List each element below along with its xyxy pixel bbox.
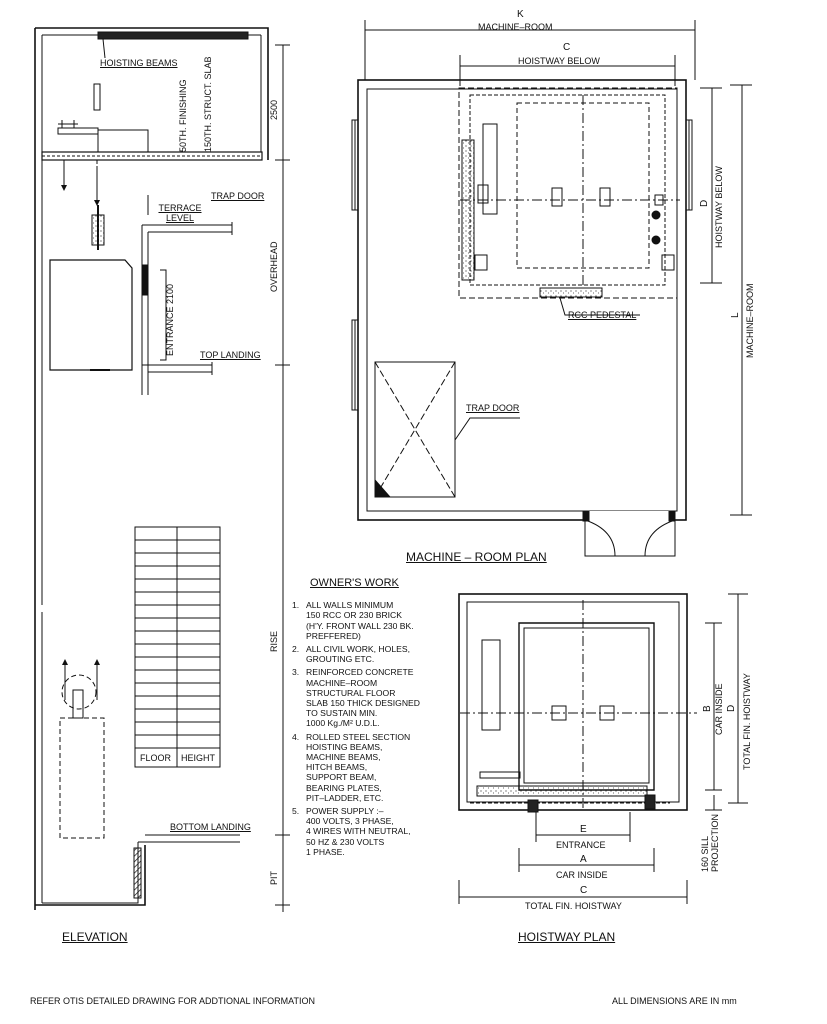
bottom-landing-label: BOTTOM LANDING [170, 822, 251, 832]
dim-D-label: HOISTWAY BELOW [714, 166, 724, 248]
owners-work-item-text: REINFORCED CONCRETE MACHINE–ROOM STRUCTU… [306, 667, 420, 729]
dim-C-label: HOISTWAY BELOW [518, 56, 600, 66]
dim-K: K [517, 9, 524, 20]
owners-work-item-text: POWER SUPPLY :– 400 VOLTS, 3 PHASE, 4 WI… [306, 806, 411, 857]
dim-L: L [730, 312, 741, 318]
dim-A-label: CAR INSIDE [556, 870, 608, 880]
dim-E: E [580, 824, 587, 835]
dim-B: B [702, 705, 713, 712]
machine-room-plan [351, 20, 752, 557]
dim-D-hw-label: TOTAL FIN. HOISTWAY [742, 673, 752, 770]
owners-work-item-number: 1. [292, 600, 300, 611]
finishing-label: 50TH. FINISHING [178, 79, 188, 152]
dim-C-hw: C [580, 885, 588, 896]
owners-work-title: OWNER'S WORK [310, 577, 399, 589]
owners-work-item: 5. POWER SUPPLY :– 400 VOLTS, 3 PHASE, 4 … [292, 806, 467, 857]
owners-work-item-number: 3. [292, 667, 300, 678]
dim-L-label: MACHINE–ROOM [745, 283, 755, 358]
entrance-2100-label: ENTRANCE 2100 [165, 283, 175, 356]
footer-note-left: REFER OTIS DETAILED DRAWING FOR ADDTIONA… [30, 996, 316, 1006]
dim-D-hw: D [726, 704, 737, 712]
owners-work-item-number: 2. [292, 644, 300, 655]
floor-label: FLOOR [140, 753, 172, 763]
terrace-level-label: TERRACE LEVEL [158, 203, 202, 223]
trap-door-label: TRAP DOOR [211, 191, 265, 201]
struct-slab-label: 150TH. STRUCT. SLAB [203, 56, 213, 152]
elevation-title: ELEVATION [62, 930, 128, 944]
owners-work-item-number: 5. [292, 806, 300, 817]
dim-B-label: CAR INSIDE [714, 683, 724, 735]
owners-work-item-text: ALL WALLS MINIMUM 150 RCC OR 230 BRICK (… [306, 600, 414, 641]
owners-work-item-text: ROLLED STEEL SECTION HOISTING BEAMS, MAC… [306, 731, 411, 803]
footer-note-right: ALL DIMENSIONS ARE IN mm [612, 996, 737, 1006]
hoisting-beams-label: HOISTING BEAMS [100, 58, 178, 68]
rise-label: RISE [269, 630, 279, 652]
rcc-pedestal-label: RCC PEDESTAL [568, 310, 637, 320]
owners-work-item: 2. ALL CIVIL WORK, HOLES, GROUTING ETC. [292, 644, 467, 664]
owners-work-item: 1. ALL WALLS MINIMUM 150 RCC OR 230 BRICK… [292, 600, 467, 641]
machine-room-title: MACHINE – ROOM PLAN [406, 550, 547, 564]
dim-A: A [580, 854, 587, 865]
stair-treads [135, 539, 220, 749]
owners-work-list: 1. ALL WALLS MINIMUM 150 RCC OR 230 BRICK… [292, 600, 467, 857]
owners-work-item-text: ALL CIVIL WORK, HOLES, GROUTING ETC. [306, 644, 410, 665]
pit-label: PIT [269, 870, 279, 885]
owners-work-notes: OWNER'S WORK 1. ALL WALLS MINIMUM 150 RCC… [292, 577, 467, 860]
height-label: HEIGHT [181, 753, 216, 763]
dim-2500-label: 2500 [269, 99, 279, 120]
owners-work-item-number: 4. [292, 731, 300, 742]
dim-K-label: MACHINE–ROOM [478, 22, 553, 32]
hoistway-title: HOISTWAY PLAN [518, 930, 616, 944]
owners-work-item: 4. ROLLED STEEL SECTION HOISTING BEAMS, M… [292, 732, 467, 803]
owners-work-item: 3. REINFORCED CONCRETE MACHINE–ROOM STRUC… [292, 667, 467, 728]
hoistway-plan [458, 593, 748, 904]
dim-E-label: ENTRANCE [556, 840, 606, 850]
sill-projection-label: 160 SILL PROJECTION [700, 813, 720, 872]
dim-D: D [699, 199, 710, 207]
dim-C-hw-label: TOTAL FIN. HOISTWAY [525, 901, 622, 911]
dim-C: C [563, 42, 571, 53]
elevation-drawing [34, 27, 290, 912]
mr-trap-door-label: TRAP DOOR [466, 403, 520, 413]
overhead-label: OVERHEAD [269, 241, 279, 292]
top-landing-label: TOP LANDING [200, 350, 261, 360]
